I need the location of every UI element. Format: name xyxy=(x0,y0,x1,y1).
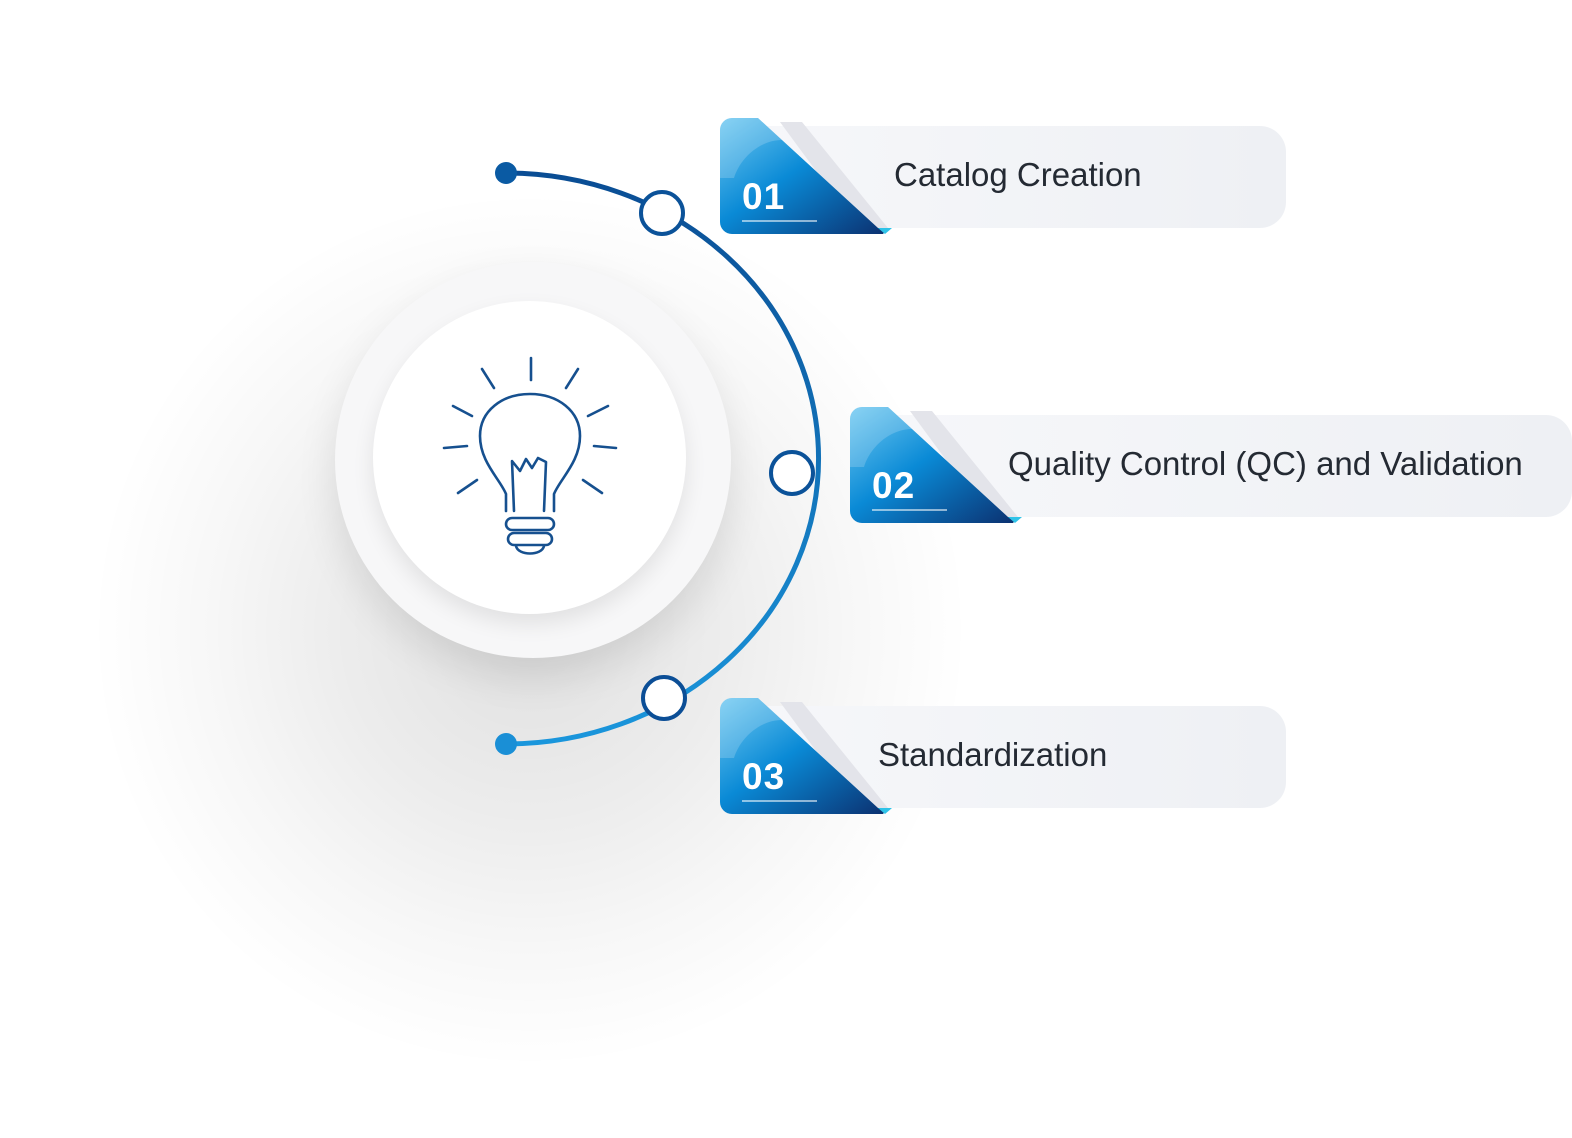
step-2: 02 Quality Control (QC) and Validation xyxy=(850,407,1572,527)
step-badge xyxy=(850,407,1022,523)
step-number-underline xyxy=(742,800,817,802)
step-label: Standardization xyxy=(878,736,1108,773)
step-badge xyxy=(720,698,892,814)
step-number-underline xyxy=(742,220,817,222)
lightbulb-icon xyxy=(442,356,618,555)
inner-disc xyxy=(373,301,686,614)
step-badge xyxy=(720,118,892,234)
arc-start-dot xyxy=(495,162,517,184)
step-number-underline xyxy=(872,509,947,511)
arc-end-dot xyxy=(495,733,517,755)
step-label: Quality Control (QC) and Validation xyxy=(1008,445,1523,482)
step-label: Catalog Creation xyxy=(894,156,1142,193)
step-number: 01 xyxy=(742,176,786,217)
step-3: 03 Standardization xyxy=(720,698,1290,818)
step-node-3 xyxy=(641,675,687,721)
step-1: 01 Catalog Creation xyxy=(720,118,1290,238)
step-number: 02 xyxy=(872,465,916,506)
step-node-2 xyxy=(769,450,815,496)
step-number: 03 xyxy=(742,756,786,797)
step-node-1 xyxy=(639,190,685,236)
